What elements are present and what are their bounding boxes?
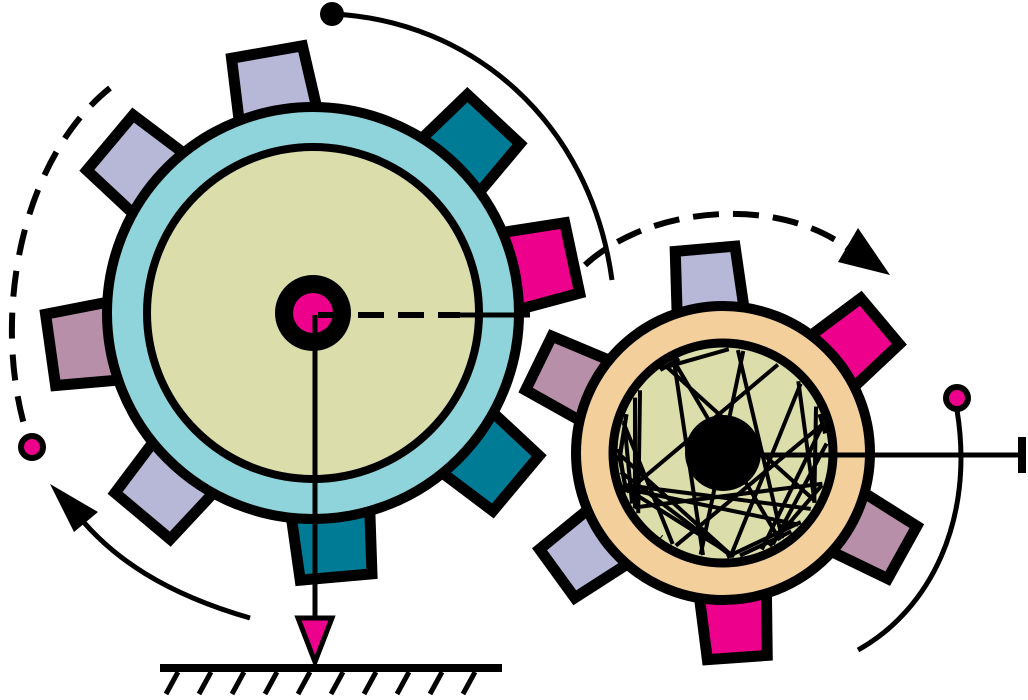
left-dashed-arc [8, 85, 112, 439]
arrowhead-right-icon [838, 228, 890, 275]
small-gear-hub [685, 415, 761, 491]
ground-hatching [163, 670, 478, 696]
right-motion-arc [856, 409, 964, 653]
big-gear-hub-center [293, 293, 333, 333]
arc-end-dot-left [18, 433, 46, 461]
arc-end-dot-right [943, 384, 971, 412]
bottom-left-arc [67, 503, 251, 621]
down-arrow-icon [294, 615, 336, 669]
top-dashed-arc [582, 210, 852, 268]
top-motion-arc [331, 11, 615, 281]
arrowhead-left-icon [50, 484, 98, 532]
